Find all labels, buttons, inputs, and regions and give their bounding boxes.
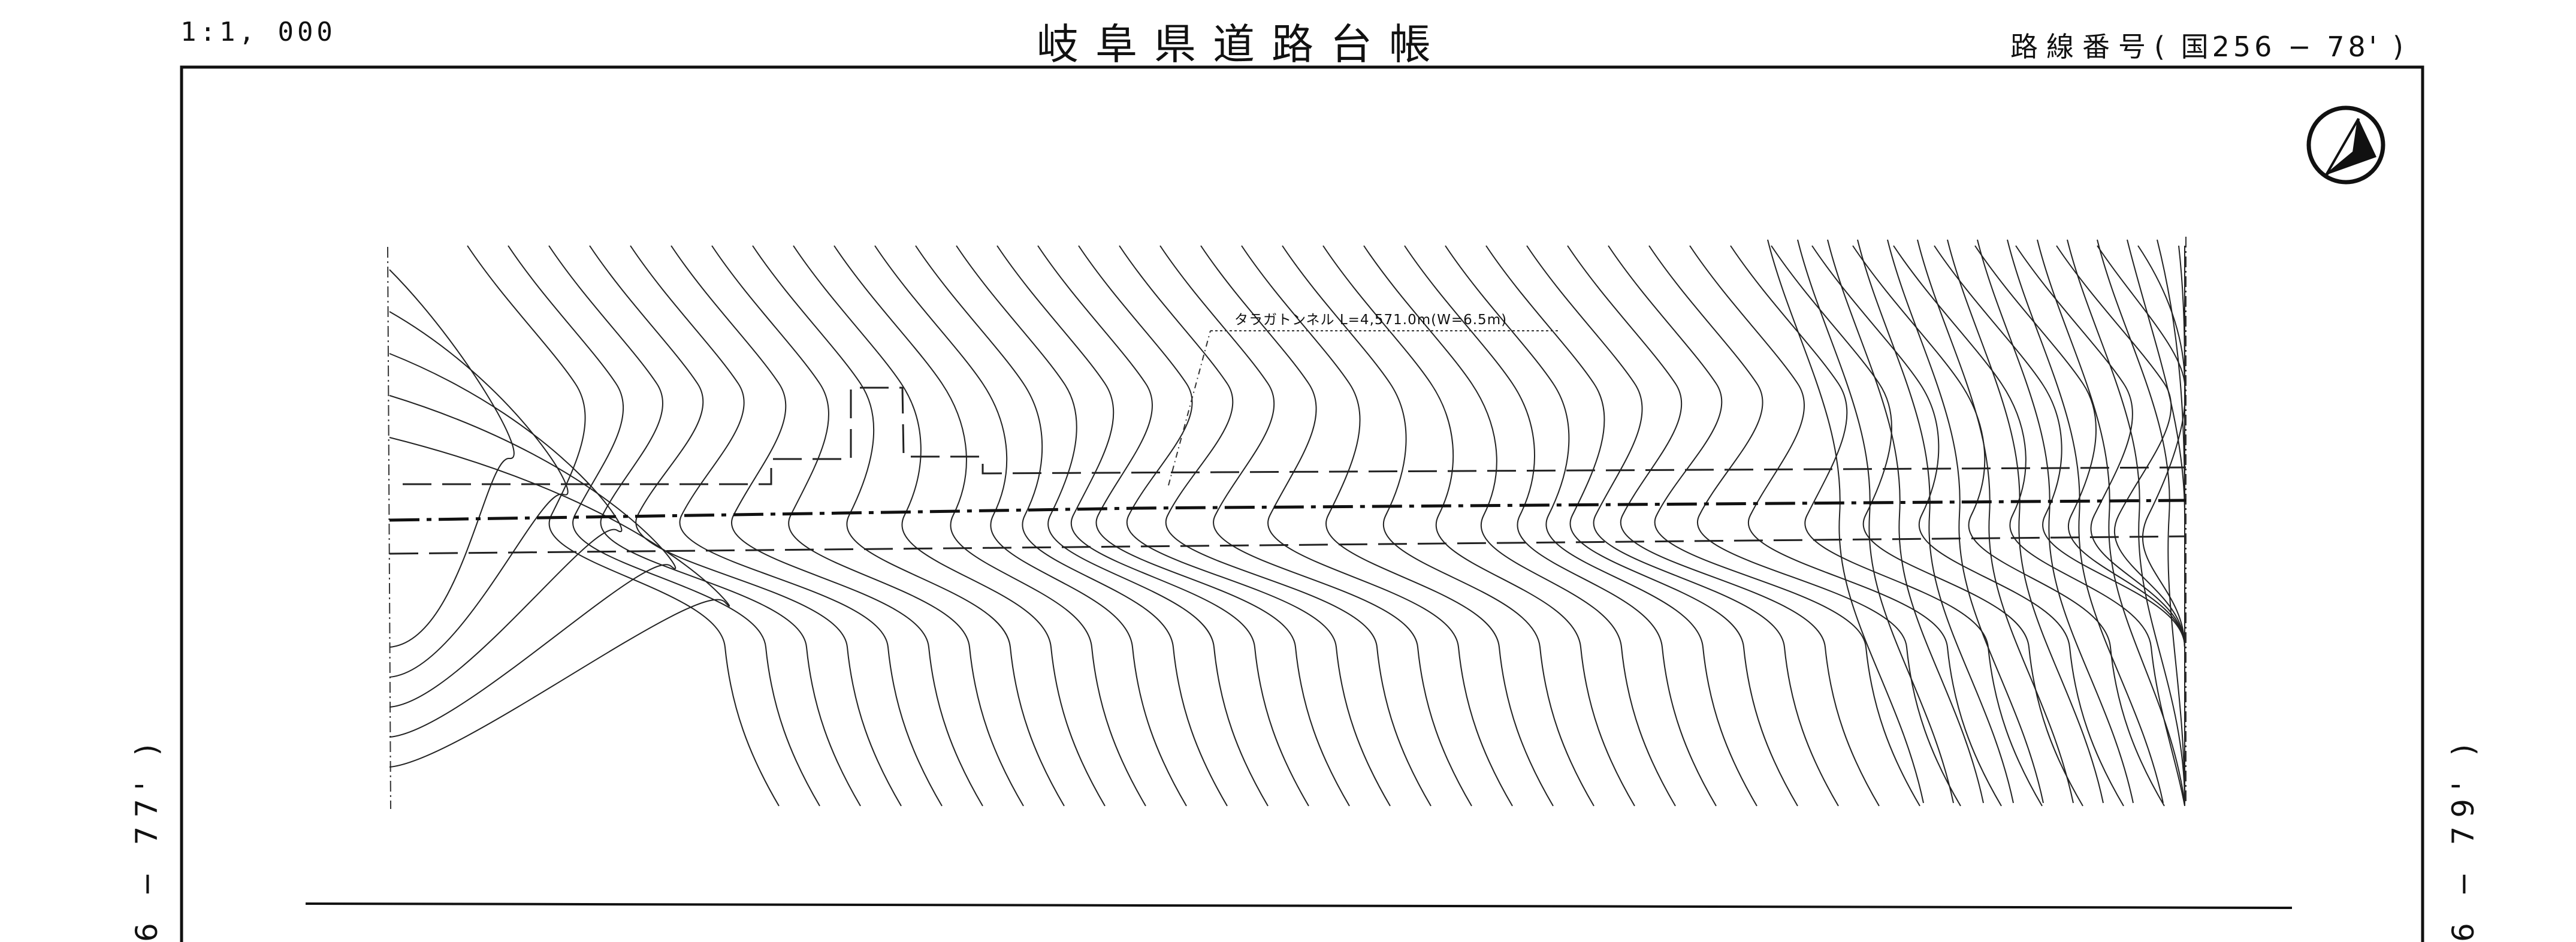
contour-line — [389, 437, 730, 768]
contour-line — [1934, 245, 2186, 806]
contour-line — [2137, 245, 2186, 806]
contour-line — [1526, 245, 1839, 807]
contour-line — [1947, 239, 2104, 804]
contour-line — [1887, 239, 2044, 804]
route-close-paren: ) — [2380, 31, 2407, 63]
contour-line — [1771, 245, 2083, 807]
contour-line — [671, 245, 983, 807]
contour-line — [1485, 245, 1798, 807]
road-edge-lower — [389, 535, 2187, 555]
contour-line — [1689, 245, 2002, 807]
contour-line — [548, 245, 861, 807]
contour-line — [1363, 245, 1676, 807]
road-edges — [389, 387, 2187, 555]
contour-line — [1200, 245, 1513, 807]
contour-line — [1078, 245, 1391, 807]
contour-line — [1893, 245, 2185, 807]
contour-line — [389, 311, 569, 678]
contour-line — [1119, 245, 1432, 807]
contour-line — [2097, 239, 2185, 804]
contour-line — [1977, 239, 2134, 804]
route-number-label: 路線番号 — [2010, 31, 2154, 63]
contour-line — [1797, 239, 1954, 804]
north-arrow-icon — [2306, 105, 2385, 185]
contour-line — [1857, 239, 2014, 804]
contour-line — [1404, 245, 1717, 807]
route-open-paren: ( — [2154, 31, 2181, 63]
contour-line — [389, 353, 623, 708]
contour-line — [711, 245, 1024, 807]
route-number-value: 国256 — [2181, 31, 2276, 63]
map-border-left — [387, 246, 391, 810]
contour-line — [2007, 239, 2164, 804]
sheet-frame — [180, 65, 2424, 942]
contour-line — [589, 245, 902, 807]
contour-line — [1037, 245, 1350, 807]
tunnel-leader — [1168, 330, 1558, 486]
contour-line — [1241, 245, 1554, 807]
contour-line — [915, 245, 1228, 807]
contour-line — [752, 245, 1065, 807]
contour-line — [508, 245, 820, 807]
route-dash: − — [2288, 31, 2315, 63]
contour-line — [389, 395, 677, 738]
contour-line — [467, 245, 780, 807]
contour-line — [1282, 245, 1594, 807]
contour-line — [874, 245, 1187, 807]
document-title: 岐阜県道路台帳 — [1037, 20, 1448, 69]
contour-line — [833, 245, 1146, 807]
contour-line — [2157, 239, 2186, 803]
contour-line — [630, 245, 943, 807]
contour-line — [1159, 245, 1472, 807]
contour-line — [1648, 245, 1961, 807]
contour-line — [996, 245, 1309, 807]
contour-line — [793, 245, 1106, 807]
contour-line — [1827, 239, 1984, 804]
contour-line — [1730, 245, 2043, 807]
scale-label: 1:1, 000 — [180, 17, 336, 47]
contour-line — [2067, 239, 2185, 804]
contour-line — [1811, 245, 2124, 807]
contour-line — [2037, 239, 2185, 804]
contour-line — [389, 269, 515, 648]
contour-line — [1445, 245, 1757, 807]
contour-line — [1322, 245, 1635, 807]
contour-line — [1852, 245, 2165, 807]
route-number: 路線番号( 国256 − 78' ) — [2010, 25, 2407, 65]
contour-line — [1567, 245, 1880, 807]
contour-lines — [389, 239, 2186, 807]
route-sheet: 78' — [2327, 31, 2381, 63]
contour-line — [1608, 245, 1920, 807]
contour-line — [2097, 245, 2186, 806]
contour-line — [956, 245, 1269, 807]
lower-boundary-line — [305, 902, 2293, 909]
road-centerline — [389, 499, 2187, 522]
contour-line — [1767, 239, 1924, 804]
tunnel-label: タラガトンネル L=4,571.0m(W=6.5m) — [1234, 312, 1508, 328]
contour-line — [1917, 239, 2074, 804]
